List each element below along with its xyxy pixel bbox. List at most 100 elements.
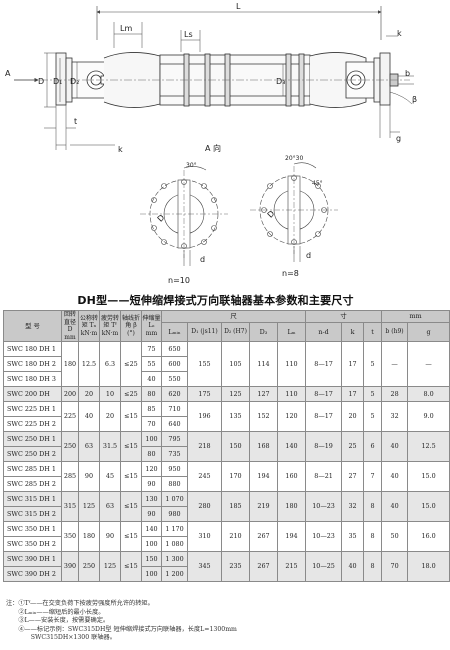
flange-view-n10	[140, 166, 228, 258]
table-cell: ≤15	[120, 431, 142, 462]
table-cell: 225	[61, 401, 79, 432]
table-cell: 85	[141, 401, 162, 417]
table-cell: 45	[99, 461, 121, 492]
table-cell: 90	[141, 476, 162, 492]
table-cell: 350	[61, 521, 79, 552]
table-cell: 63	[99, 491, 121, 522]
table-cell: 125	[78, 491, 100, 522]
table-cell: 168	[249, 431, 278, 462]
table-cell: SWC 225 DH 2	[3, 416, 62, 432]
table-cell: 1 070	[161, 491, 188, 507]
flange2-d-label: d	[306, 251, 311, 260]
header-D3: D₃	[249, 321, 278, 343]
table-cell: SWC 315 DH 1	[3, 491, 62, 507]
table-cell: 32	[381, 401, 409, 432]
table-cell: ≤15	[120, 521, 142, 552]
table-cell: ≤15	[120, 401, 142, 432]
header-shaft-angle: 轴线折角 β (°)	[120, 310, 142, 342]
dim-Ls-label: Ls	[184, 30, 193, 39]
n10-label: n=10	[168, 276, 190, 285]
table-cell: 1 300	[161, 551, 188, 567]
flange1-d-label: d	[200, 255, 205, 264]
table-cell: 250	[61, 431, 79, 462]
table-cell: ≤15	[120, 491, 142, 522]
table-cell: 40	[381, 461, 409, 492]
table-cell: 950	[161, 461, 188, 477]
table-cell: 345	[187, 551, 222, 582]
table-cell: 63	[78, 431, 100, 462]
table-cell: —	[381, 341, 409, 387]
table-cell: 200	[61, 386, 79, 402]
table-cell: 10	[99, 386, 121, 402]
note-line: SWC315DH×1300 联轴器。	[6, 634, 116, 642]
view-A-label: A 向	[205, 143, 221, 153]
table-cell: 8	[363, 491, 383, 522]
table-cell: 40	[141, 371, 162, 387]
header-b: b (h9)	[381, 321, 409, 343]
table-cell: 215	[276, 551, 307, 582]
arrow-A-label: A	[5, 69, 11, 78]
notes: 注：①Tᶠ——在交变负荷下按疲劳强度所允许的转矩。 ②Lₘᵢₙ——缩短后的最小长…	[6, 600, 426, 643]
table-cell: 150	[221, 431, 250, 462]
spec-table: 型 号 回转直径 D mm 公称转矩 Tₙ kN·m 疲劳转矩 Tᶠ kN·m …	[3, 310, 450, 582]
table-cell: 32	[341, 491, 365, 522]
table-cell: 267	[249, 521, 278, 552]
header-nd: n-d	[305, 321, 343, 343]
table-cell: 130	[141, 491, 162, 507]
note-line: ③L——安装长度，按需要确定。	[6, 617, 110, 625]
table-cell: ≤25	[120, 341, 142, 387]
header-D1: D₁ (js11)	[187, 321, 222, 343]
note-line: 注：①Tᶠ——在交变负荷下按疲劳强度所允许的转矩。	[6, 600, 154, 607]
table-cell: 600	[161, 356, 188, 372]
table-cell: 6.3	[99, 341, 121, 387]
table-cell: 170	[221, 461, 250, 492]
table-cell: 980	[161, 506, 188, 522]
table-cell: 8—21	[305, 461, 343, 492]
table-cell: 194	[249, 461, 278, 492]
table-cell: 185	[221, 491, 250, 522]
table-cell: 80	[141, 386, 162, 402]
header-rotary-dia: 回转直径 D mm	[61, 310, 79, 342]
table-cell: 250	[78, 551, 100, 582]
table-cell: 31.5	[99, 431, 121, 462]
table-cell: 10—23	[305, 491, 343, 522]
table-cell: 219	[249, 491, 278, 522]
dim-k-bottom-label: k	[118, 145, 123, 154]
table-cell: 315	[61, 491, 79, 522]
table-cell: 1 080	[161, 536, 188, 552]
table-cell: SWC 285 DH 2	[3, 476, 62, 492]
table-cell: 880	[161, 476, 188, 492]
table-cell: 70	[381, 551, 409, 582]
table-cell: SWC 200 DH	[3, 386, 62, 402]
table-cell: 175	[187, 386, 222, 402]
table-cell: 310	[187, 521, 222, 552]
table-cell: 8—17	[305, 401, 343, 432]
table-cell: SWC 225 DH 1	[3, 401, 62, 417]
table-cell: 16.0	[407, 521, 450, 552]
table-cell: 650	[161, 341, 188, 357]
table-cell: 10—23	[305, 521, 343, 552]
table-cell: 8.0	[407, 386, 450, 402]
table-cell: 40	[341, 551, 365, 582]
table-cell: 75	[141, 341, 162, 357]
table-cell: SWC 180 DH 3	[3, 371, 62, 387]
table-cell: 180	[61, 341, 79, 387]
table-cell: ≤15	[120, 551, 142, 582]
table-cell: 7	[363, 461, 383, 492]
table-cell: 15.0	[407, 461, 450, 492]
dim-t-label: t	[74, 117, 77, 126]
table-cell: 5	[363, 401, 383, 432]
dim-L-label: L	[236, 2, 241, 11]
table-cell: 9.0	[407, 401, 450, 432]
note-line: ④——标记示例：SWC315DH型 短伸缩焊接式万向联轴器，长度L=1300mm	[6, 625, 237, 633]
table-cell: 8	[363, 521, 383, 552]
flange2-angle2-label: 45°	[312, 180, 323, 187]
